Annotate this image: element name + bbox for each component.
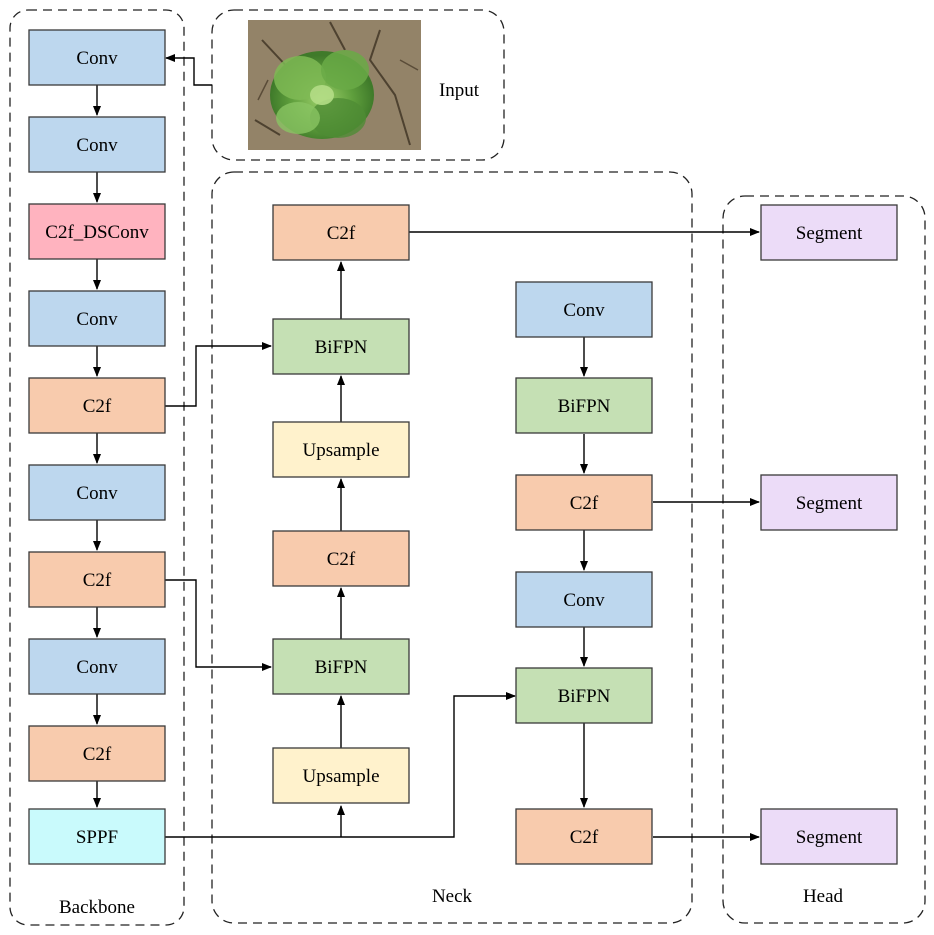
bb-conv1-label: Conv	[76, 48, 118, 69]
bb-c2f2-block: C2f	[28, 551, 166, 608]
head-group	[722, 195, 926, 924]
hd-segment3-label: Segment	[796, 827, 863, 848]
nk-bifpn4-block: BiFPN	[515, 667, 653, 724]
nk-conv1-label: Conv	[563, 300, 605, 321]
bb-c2f2-label: C2f	[83, 570, 112, 591]
bb-conv3-label: Conv	[76, 309, 118, 330]
bb-conv4-label: Conv	[76, 483, 118, 504]
nk-conv2-block: Conv	[515, 571, 653, 628]
nk-conv1-block: Conv	[515, 281, 653, 338]
nk-c2f3-block: C2f	[515, 474, 653, 531]
nk-upsample2-label: Upsample	[302, 440, 379, 461]
nk-bifpn1-label: BiFPN	[315, 657, 368, 678]
bb-conv5-label: Conv	[76, 657, 118, 678]
bb-c2f3-label: C2f	[83, 744, 112, 765]
hd-segment1-block: Segment	[760, 204, 898, 261]
nk-upsample1-block: Upsample	[272, 747, 410, 804]
bb-conv1-block: Conv	[28, 29, 166, 86]
bb-conv2-label: Conv	[76, 135, 118, 156]
bb-conv2-block: Conv	[28, 116, 166, 173]
nk-c2f3-label: C2f	[570, 493, 599, 514]
nk-c2f1-label: C2f	[327, 549, 356, 570]
hd-segment1-label: Segment	[796, 223, 863, 244]
bb-c2f1-label: C2f	[83, 396, 112, 417]
bb-sppf-label: SPPF	[76, 827, 118, 848]
nk-upsample1-label: Upsample	[302, 766, 379, 787]
connections	[93, 54, 760, 841]
bb-conv5-block: Conv	[28, 638, 166, 695]
bb-conv3-block: Conv	[28, 290, 166, 347]
nk-bifpn1-block: BiFPN	[272, 638, 410, 695]
backbone-group	[9, 9, 185, 926]
nk-bifpn3-label: BiFPN	[558, 396, 611, 417]
bb-sppf-block: SPPF	[28, 808, 166, 865]
bb-c2f-dsconv-block: C2f_DSConv	[28, 203, 166, 260]
hd-segment3-block: Segment	[760, 808, 898, 865]
nk-c2f1-block: C2f	[272, 530, 410, 587]
head-label: Head	[803, 886, 844, 907]
bb-c2f3-block: C2f	[28, 725, 166, 782]
nk-c2f4-block: C2f	[515, 808, 653, 865]
backbone-label: Backbone	[59, 897, 135, 918]
bb-conv4-block: Conv	[28, 464, 166, 521]
bb-c2f-dsconv-label: C2f_DSConv	[45, 222, 149, 243]
neck-label: Neck	[432, 886, 473, 907]
nk-conv2-label: Conv	[563, 590, 605, 611]
hd-segment2-label: Segment	[796, 493, 863, 514]
bb-c2f1-block: C2f	[28, 377, 166, 434]
nk-bifpn3-block: BiFPN	[515, 377, 653, 434]
nk-bifpn2-label: BiFPN	[315, 337, 368, 358]
nk-c2f2-block: C2f	[272, 204, 410, 261]
input-image	[248, 20, 421, 150]
nk-upsample2-block: Upsample	[272, 421, 410, 478]
nk-bifpn4-label: BiFPN	[558, 686, 611, 707]
nk-bifpn2-block: BiFPN	[272, 318, 410, 375]
nk-c2f4-label: C2f	[570, 827, 599, 848]
hd-segment2-block: Segment	[760, 474, 898, 531]
nk-c2f2-label: C2f	[327, 223, 356, 244]
input-label: Input	[439, 80, 480, 101]
neck-group	[211, 171, 693, 924]
